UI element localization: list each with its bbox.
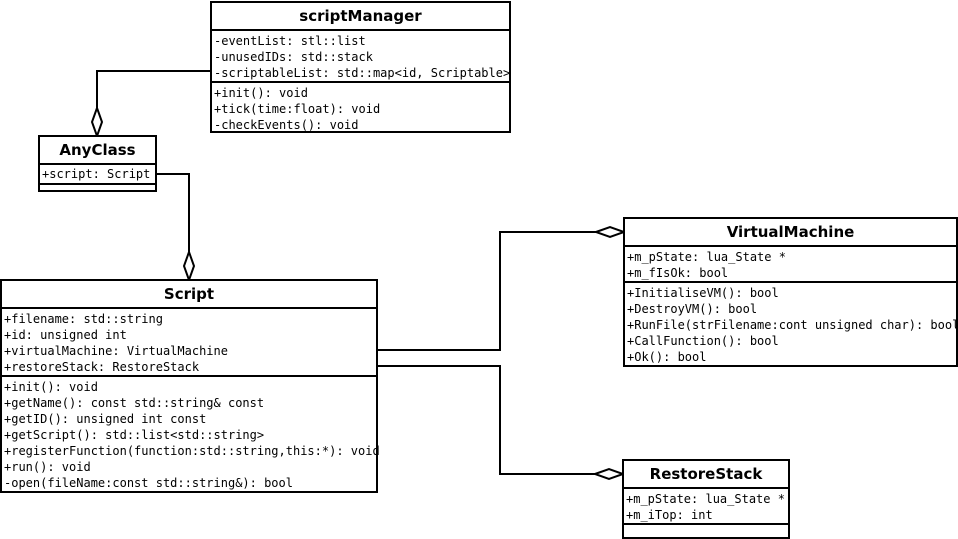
operation: +InitialiseVM(): bool	[627, 286, 779, 300]
attributes-section: +script: Script	[40, 165, 155, 185]
class-restorestack[interactable]: RestoreStack +m_pState: lua_State * +m_i…	[622, 459, 790, 539]
relation-anyclass-script	[156, 173, 190, 252]
attributes-section: +filename: std::string +id: unsigned int…	[2, 309, 376, 377]
relation-script-restorestack	[378, 365, 595, 475]
attribute: +m_pState: lua_State *	[627, 250, 786, 264]
attribute: +m_pState: lua_State *	[626, 492, 785, 506]
class-script[interactable]: Script +filename: std::string +id: unsig…	[0, 279, 380, 493]
class-title: VirtualMachine	[625, 219, 956, 247]
attribute: +restoreStack: RestoreStack	[4, 360, 200, 374]
operation: +getName(): const std::string& const	[4, 396, 265, 410]
operation: -checkEvents(): void	[214, 118, 359, 132]
operation: +getScript(): std::list<std::string>	[4, 428, 265, 442]
relation-script-virtualmachine	[378, 231, 596, 351]
operation: +tick(time:float): void	[214, 102, 381, 116]
operation: +init(): void	[214, 86, 308, 100]
attribute: +virtualMachine: VirtualMachine	[4, 344, 228, 358]
aggregation-diamond-anyclass	[90, 105, 104, 139]
operation: +DestroyVM(): bool	[627, 302, 758, 316]
attributes-section: -eventList: stl::list -unusedIDs: std::s…	[212, 31, 511, 83]
operation: +run(): void	[4, 460, 91, 474]
class-anyclass[interactable]: AnyClass +script: Script	[38, 135, 157, 192]
attribute: +filename: std::string	[4, 312, 163, 326]
operation: +Ok(): bool	[627, 350, 707, 364]
attribute: +m_fIsOk: bool	[627, 266, 729, 280]
operation: +registerFunction(function:std::string,t…	[4, 444, 380, 458]
attribute: +script: Script	[42, 167, 151, 181]
attribute: +m_iTop: int	[626, 508, 713, 522]
class-title: Script	[2, 281, 376, 309]
aggregation-diamond-restorestack	[592, 467, 626, 481]
class-title: AnyClass	[40, 137, 155, 165]
aggregation-diamond-script	[182, 249, 196, 283]
operations-section	[40, 185, 155, 190]
class-title: scriptManager	[212, 3, 509, 31]
attribute: -unusedIDs: std::stack	[214, 50, 373, 64]
operation: +getID(): unsigned int const	[4, 412, 207, 426]
class-scriptmanager[interactable]: scriptManager -eventList: stl::list -unu…	[210, 1, 511, 133]
operation: +CallFunction(): bool	[627, 334, 779, 348]
operation: +RunFile(strFilename:cont unsigned char)…	[627, 318, 958, 332]
class-title: RestoreStack	[624, 461, 788, 489]
operations-section: +init(): void +tick(time:float): void -c…	[212, 83, 509, 135]
operations-section: +init(): void +getName(): const std::str…	[2, 377, 380, 493]
relation-scriptmanager-anyclass	[96, 70, 211, 108]
operation: +init(): void	[4, 380, 98, 394]
operation: -open(fileName:const std::string&): bool	[4, 476, 293, 490]
attributes-section: +m_pState: lua_State * +m_fIsOk: bool	[625, 247, 956, 283]
operations-section: +InitialiseVM(): bool +DestroyVM(): bool…	[625, 283, 958, 367]
operations-section	[624, 525, 788, 529]
aggregation-diamond-virtualmachine	[593, 225, 627, 239]
attribute: -eventList: stl::list	[214, 34, 366, 48]
attributes-section: +m_pState: lua_State * +m_iTop: int	[624, 489, 788, 525]
attribute: +id: unsigned int	[4, 328, 127, 342]
attribute: -scriptableList: std::map<id, Scriptable…	[214, 66, 511, 80]
class-virtualmachine[interactable]: VirtualMachine +m_pState: lua_State * +m…	[623, 217, 958, 367]
